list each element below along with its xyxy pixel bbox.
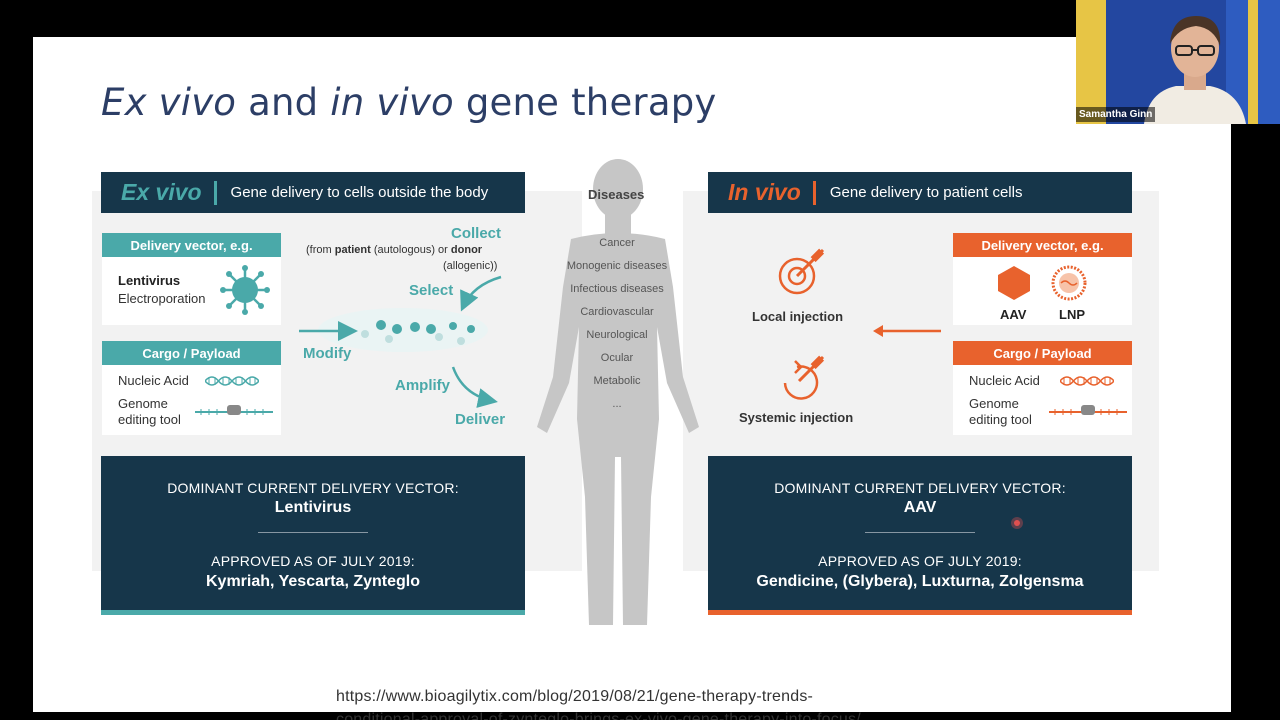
disease-item: Ocular [600,352,634,364]
summary-divider [865,532,975,533]
source-url[interactable]: https://www.bioagilytix.com/blog/2019/08… [336,685,861,720]
local-injection-icon [778,248,825,295]
systemic-injection-icon [783,355,825,400]
left-arrow-icon [873,325,941,337]
disease-item: Monogenic diseases [566,260,668,272]
collect-from: (from [306,244,335,256]
virus-icon [220,265,270,315]
ex-vivo-vector-item-2: Electroporation [118,291,206,306]
flow-collect-source: (from patient (autologous) or donor [306,244,482,256]
in-vivo-approved-value: Gendicine, (Glybera), Luxturna, Zolgensm… [756,573,1084,590]
slide-title: Ex vivo and in vivo gene therapy [101,81,716,124]
ex-vivo-flow-diagram [299,275,502,408]
ex-vivo-dominant-label: DOMINANT CURRENT DELIVERY VECTOR: [167,480,459,496]
ex-vivo-header-word: Ex vivo [121,179,202,205]
in-vivo-cargo-item-1: Nucleic Acid [969,373,1040,388]
disease-item: Neurological [586,329,648,341]
flow-amplify: Amplify [395,377,451,394]
flow-modify: Modify [303,345,352,362]
dna-icon [205,376,259,386]
title-and: and [236,81,331,124]
header-separator [213,180,217,205]
flow-collect-allogenic: (allogenic)) [443,260,498,272]
laser-pointer-icon [1011,517,1023,529]
flow-deliver: Deliver [455,411,506,428]
in-vivo-cargo-card: Cargo / Payload Nucleic Acid Genome edit… [953,341,1132,435]
in-vivo-cargo-item-3: editing tool [969,412,1032,427]
title-rest: gene therapy [453,81,717,124]
ex-vivo-approved-value: Kymriah, Yescarta, Zynteglo [205,573,420,590]
ex-vivo-summary-box: DOMINANT CURRENT DELIVERY VECTOR: Lentiv… [101,456,525,615]
ex-vivo-vector-item-1: Lentivirus [118,273,181,288]
disease-item: Metabolic [593,375,641,387]
ex-vivo-header-desc: Gene delivery to cells outside the body [230,184,489,201]
in-vivo-cargo-title: Cargo / Payload [953,341,1132,365]
in-vivo-vector-title: Delivery vector, e.g. [953,233,1132,257]
ex-vivo-header: Ex vivo Gene delivery to cells outside t… [101,172,525,213]
ex-vivo-dominant-value: Lentivirus [274,499,352,516]
in-vivo-cargo-item-2: Genome [969,396,1019,411]
in-vivo-approved-label: APPROVED AS OF JULY 2019: [818,553,1022,569]
diseases-title: Diseases [588,187,645,202]
genome-editing-icon [1049,405,1127,415]
collect-donor: donor [450,244,483,256]
title-in-vivo: in vivo [330,81,454,124]
in-vivo-vector-card: Delivery vector, e.g. AAV LNP [953,233,1132,325]
systemic-injection-label: Systemic injection [739,410,854,425]
in-vivo-header-desc: Gene delivery to patient cells [829,184,1023,201]
ex-vivo-cargo-card: Cargo / Payload Nucleic Acid Genome edit… [102,341,281,435]
in-vivo-header: In vivo Gene delivery to patient cells [708,172,1132,213]
header-separator [812,180,816,205]
disease-item: ... [612,398,622,410]
dna-icon [1060,376,1114,386]
ex-vivo-accent-strip [101,610,525,615]
in-vivo-accent-strip [708,610,1132,615]
in-vivo-dominant-label: DOMINANT CURRENT DELIVERY VECTOR: [774,480,1066,496]
summary-divider [258,532,368,533]
petri-dish [318,308,488,352]
flow-select: Select [409,282,454,299]
participant-video-frame [1076,0,1280,124]
source-url-line-2[interactable]: conditional-approval-of-zynteglo-brings-… [336,711,861,720]
participant-video-tile[interactable]: Samantha Ginn [1076,0,1280,124]
human-silhouette [537,159,699,625]
ex-vivo-vector-title: Delivery vector, e.g. [102,233,281,257]
ex-vivo-approved-label: APPROVED AS OF JULY 2019: [211,553,415,569]
ex-vivo-cargo-item-3: editing tool [118,412,181,427]
genome-editing-icon [195,405,273,415]
in-vivo-summary-box: DOMINANT CURRENT DELIVERY VECTOR: AAV AP… [708,456,1132,615]
ex-vivo-cargo-item-1: Nucleic Acid [118,373,189,388]
collect-autologous: (autologous) or [370,244,451,256]
flow-collect: Collect [451,225,502,242]
in-vivo-vector-item-1: AAV [1000,307,1027,322]
disease-item: Cancer [599,237,635,249]
disease-item: Infectious diseases [570,283,664,295]
lnp-particle-icon [1051,265,1087,301]
collect-patient: patient [334,244,371,256]
source-url-line-1[interactable]: https://www.bioagilytix.com/blog/2019/08… [336,688,814,705]
in-vivo-vector-item-2: LNP [1059,307,1085,322]
aav-capsid-icon [998,266,1030,300]
participant-name-label: Samantha Ginn [1076,107,1156,122]
in-vivo-header-word: In vivo [728,179,801,205]
disease-item: Cardiovascular [580,306,654,318]
local-injection-label: Local injection [752,309,844,324]
title-ex-vivo: Ex vivo [101,81,237,124]
ex-vivo-cargo-title: Cargo / Payload [102,341,281,365]
ex-vivo-cargo-item-2: Genome [118,396,168,411]
in-vivo-dominant-value: AAV [903,499,937,516]
ex-vivo-vector-card: Delivery vector, e.g. Lentivirus Electro… [102,233,281,325]
presentation-slide: Ex vivo and in vivo gene therapy Ex vivo… [33,37,1231,720]
